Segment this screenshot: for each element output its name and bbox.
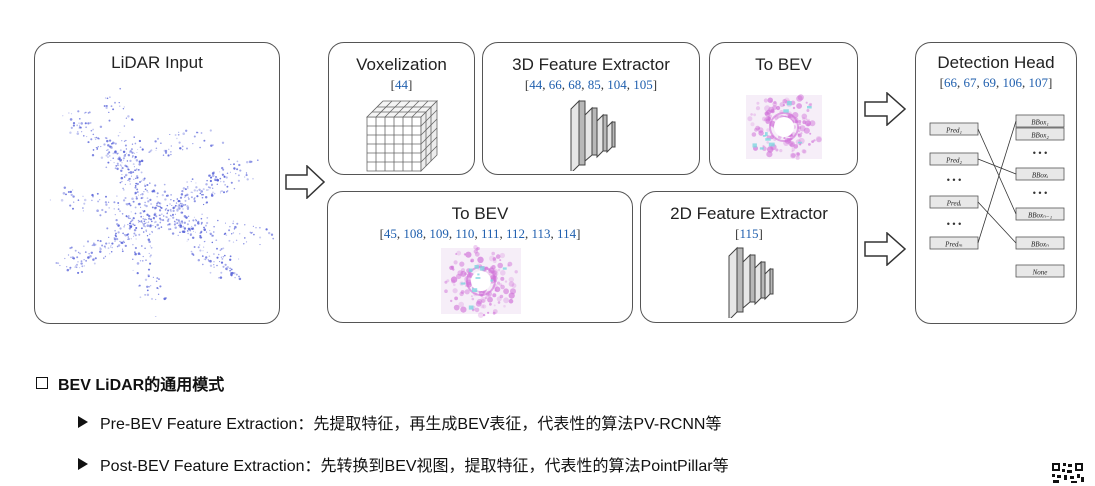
pred-label: Predᵢ: [946, 200, 961, 208]
panel-detection-head: Detection Head [66, 67, 69, 106, 107] Pr…: [915, 42, 1077, 324]
citation-number[interactable]: 106: [1002, 75, 1023, 90]
right-arrow-icon: [864, 92, 906, 126]
section-heading-text: BEV LiDAR的通用模式: [58, 377, 225, 394]
citation-number[interactable]: 115: [739, 226, 759, 241]
panel-2d-feature-extractor: 2D Feature Extractor [115]: [640, 191, 858, 323]
ellipsis: • • •: [1033, 148, 1047, 158]
panel-title: LiDAR Input: [111, 53, 203, 72]
citation-refs: [66, 67, 69, 106, 107]: [939, 75, 1053, 90]
panel-title: 2D Feature Extractor: [670, 204, 828, 223]
section-heading: BEV LiDAR的通用模式: [36, 371, 224, 395]
bev-image: [441, 245, 521, 318]
bullet-text: Post-BEV Feature Extraction：先转换到BEV视图，提取…: [100, 458, 729, 475]
panel-title: Detection Head: [937, 53, 1055, 72]
citation-refs: [115]: [735, 226, 763, 241]
pred-label: Pred₂: [945, 157, 962, 165]
bbox-label: BBoxₙ₋₁: [1028, 212, 1052, 220]
ellipsis: • • •: [947, 219, 961, 229]
citation-number[interactable]: 66: [944, 75, 957, 90]
citation-number[interactable]: 109: [429, 226, 449, 241]
none-label: None: [1032, 269, 1048, 277]
bbox-label: BBox₂: [1031, 132, 1049, 140]
panel-title: To BEV: [451, 204, 509, 223]
citation-refs: [45, 108, 109, 110, 111, 112, 113, 114]: [379, 226, 581, 241]
panel-title: 3D Feature Extractor: [512, 55, 670, 74]
bullet-item: Pre-BEV Feature Extraction：先提取特征，再生成BEV表…: [78, 410, 721, 434]
panel-lidar-input: LiDAR Input: [34, 42, 280, 324]
pred-label: Pred₁: [945, 127, 962, 135]
citation-number[interactable]: 69: [983, 75, 996, 90]
bullet-item: Post-BEV Feature Extraction：先转换到BEV视图，提取…: [78, 452, 729, 476]
ellipsis: • • •: [947, 175, 961, 185]
cnn-layers-icon: [728, 246, 774, 318]
citation-number[interactable]: 113: [531, 226, 551, 241]
citation-number[interactable]: 45: [383, 226, 397, 241]
ellipsis: • • •: [1033, 188, 1047, 198]
citation-number[interactable]: 66: [548, 77, 562, 92]
panel-voxelization: Voxelization [44]: [328, 42, 475, 175]
point-cloud-image: [49, 87, 275, 317]
citation-number[interactable]: 112: [505, 226, 526, 241]
panel-3d-feature-extractor: 3D Feature Extractor [44, 66, 68, 85, 10…: [482, 42, 700, 175]
triangle-bullet-icon: [78, 458, 88, 470]
citation-refs: [44]: [390, 77, 413, 92]
square-bullet-icon: [36, 377, 48, 389]
triangle-bullet-icon: [78, 416, 88, 428]
bev-image: [746, 94, 822, 160]
citation-refs: [44, 66, 68, 85, 104, 105]: [524, 77, 658, 92]
bullet-text: Pre-BEV Feature Extraction：先提取特征，再生成BEV表…: [100, 416, 722, 433]
citation-number[interactable]: 104: [607, 77, 627, 92]
pred-label: Predₘ: [944, 241, 963, 249]
bbox-box: [1015, 127, 1065, 141]
citation-number[interactable]: 68: [568, 77, 582, 92]
cnn-layers-icon: [570, 99, 616, 171]
bbox-label: BBox₁: [1031, 119, 1049, 127]
citation-number[interactable]: 44: [529, 77, 543, 92]
citation-number[interactable]: 105: [633, 77, 653, 92]
voxel-grid-cube-icon: [366, 100, 438, 172]
qr-code-icon: [1051, 462, 1085, 484]
panel-title: To BEV: [755, 55, 812, 74]
panel-to-bev-top: To BEV: [709, 42, 858, 175]
right-arrow-icon: [864, 232, 906, 266]
citation-number[interactable]: 111: [480, 226, 500, 241]
citation-number[interactable]: 108: [403, 226, 423, 241]
panel-to-bev-bottom: To BEV [45, 108, 109, 110, 111, 112, 113…: [327, 191, 633, 323]
citation-number[interactable]: 114: [557, 226, 577, 241]
right-arrow-icon: [285, 165, 325, 199]
citation-number[interactable]: 85: [587, 77, 601, 92]
panel-title: Voxelization: [356, 55, 447, 74]
none-box: [1015, 264, 1065, 278]
citation-number[interactable]: 67: [963, 75, 977, 90]
bbox-label: BBoxₙ: [1031, 241, 1049, 249]
matching-diagram: Pred₁ Pred₂ • • • Predᵢ • • • Predₘ BBox₁ BBox₂…: [929, 114, 1065, 278]
citation-number[interactable]: 44: [395, 77, 408, 92]
citation-number[interactable]: 110: [455, 226, 475, 241]
citation-number[interactable]: 107: [1028, 75, 1049, 90]
bbox-label: BBoxᵢ: [1032, 172, 1048, 180]
